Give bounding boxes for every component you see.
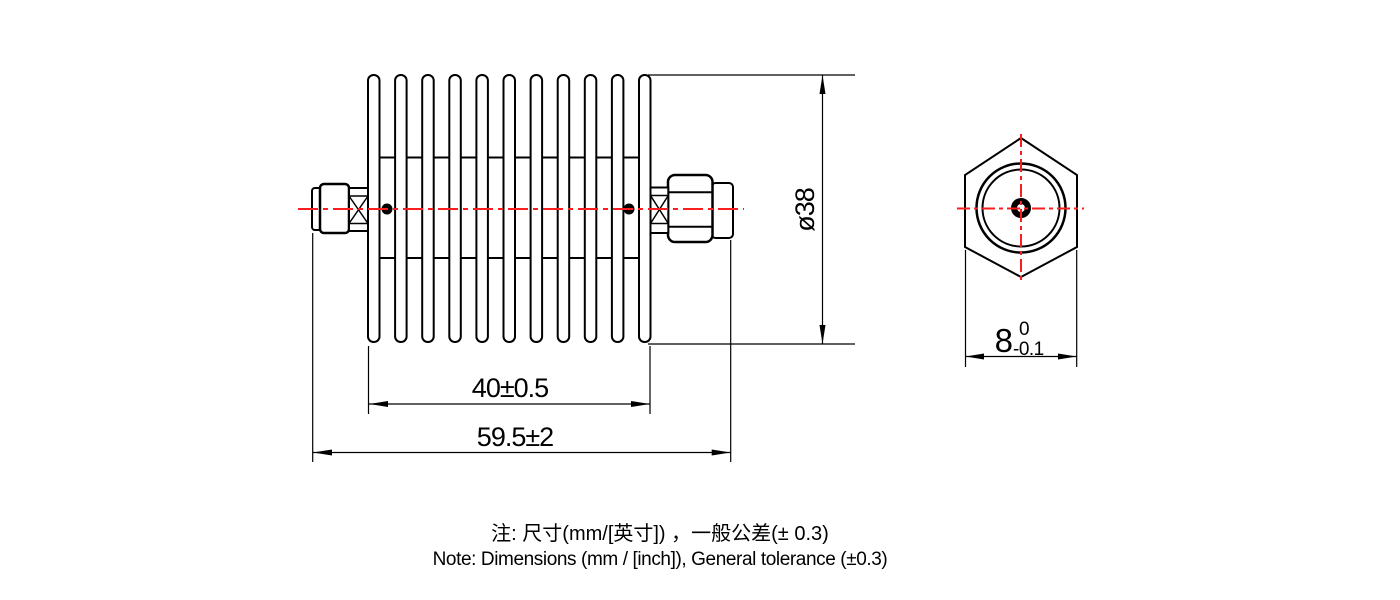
dim-diameter: ø38: [648, 74, 855, 345]
dimension-arrow: [631, 401, 650, 407]
dimension-arrow: [819, 325, 826, 344]
tolerance-upper-label: 0: [1019, 319, 1029, 340]
note-line-en: Note: Dimensions (mm / [inch]), General …: [433, 549, 888, 570]
centerlines: [298, 134, 1084, 283]
dimension-label: 8: [995, 322, 1012, 359]
notes-block: 注: 尺寸(mm/[英寸]) ，一般公差(± 0.3) Note: Dimens…: [433, 522, 888, 570]
dimension-arrow: [369, 401, 388, 407]
dim-overall-length: 59.5±2: [312, 233, 732, 462]
right-connector-cap: [710, 182, 734, 239]
dimension-arrow: [965, 353, 984, 360]
right-flange-section: [649, 186, 670, 234]
dimension-arrow: [1058, 353, 1077, 360]
dimension-arrow: [711, 449, 731, 456]
dimension-label: 59.5±2: [477, 422, 553, 452]
dim-fin-length: 40±0.5: [367, 346, 651, 414]
tolerance-lower-label: -0.1: [1013, 339, 1044, 360]
note-line-zh: 注: 尺寸(mm/[英寸]) ，一般公差(± 0.3): [491, 522, 829, 545]
dimension-arrow: [313, 449, 332, 456]
dimension-label: 40±0.5: [472, 373, 548, 403]
dim-hex-width: 8 0 -0.1: [964, 250, 1078, 367]
dimension-arrow: [819, 75, 826, 94]
dimension-label: ø38: [790, 188, 820, 232]
